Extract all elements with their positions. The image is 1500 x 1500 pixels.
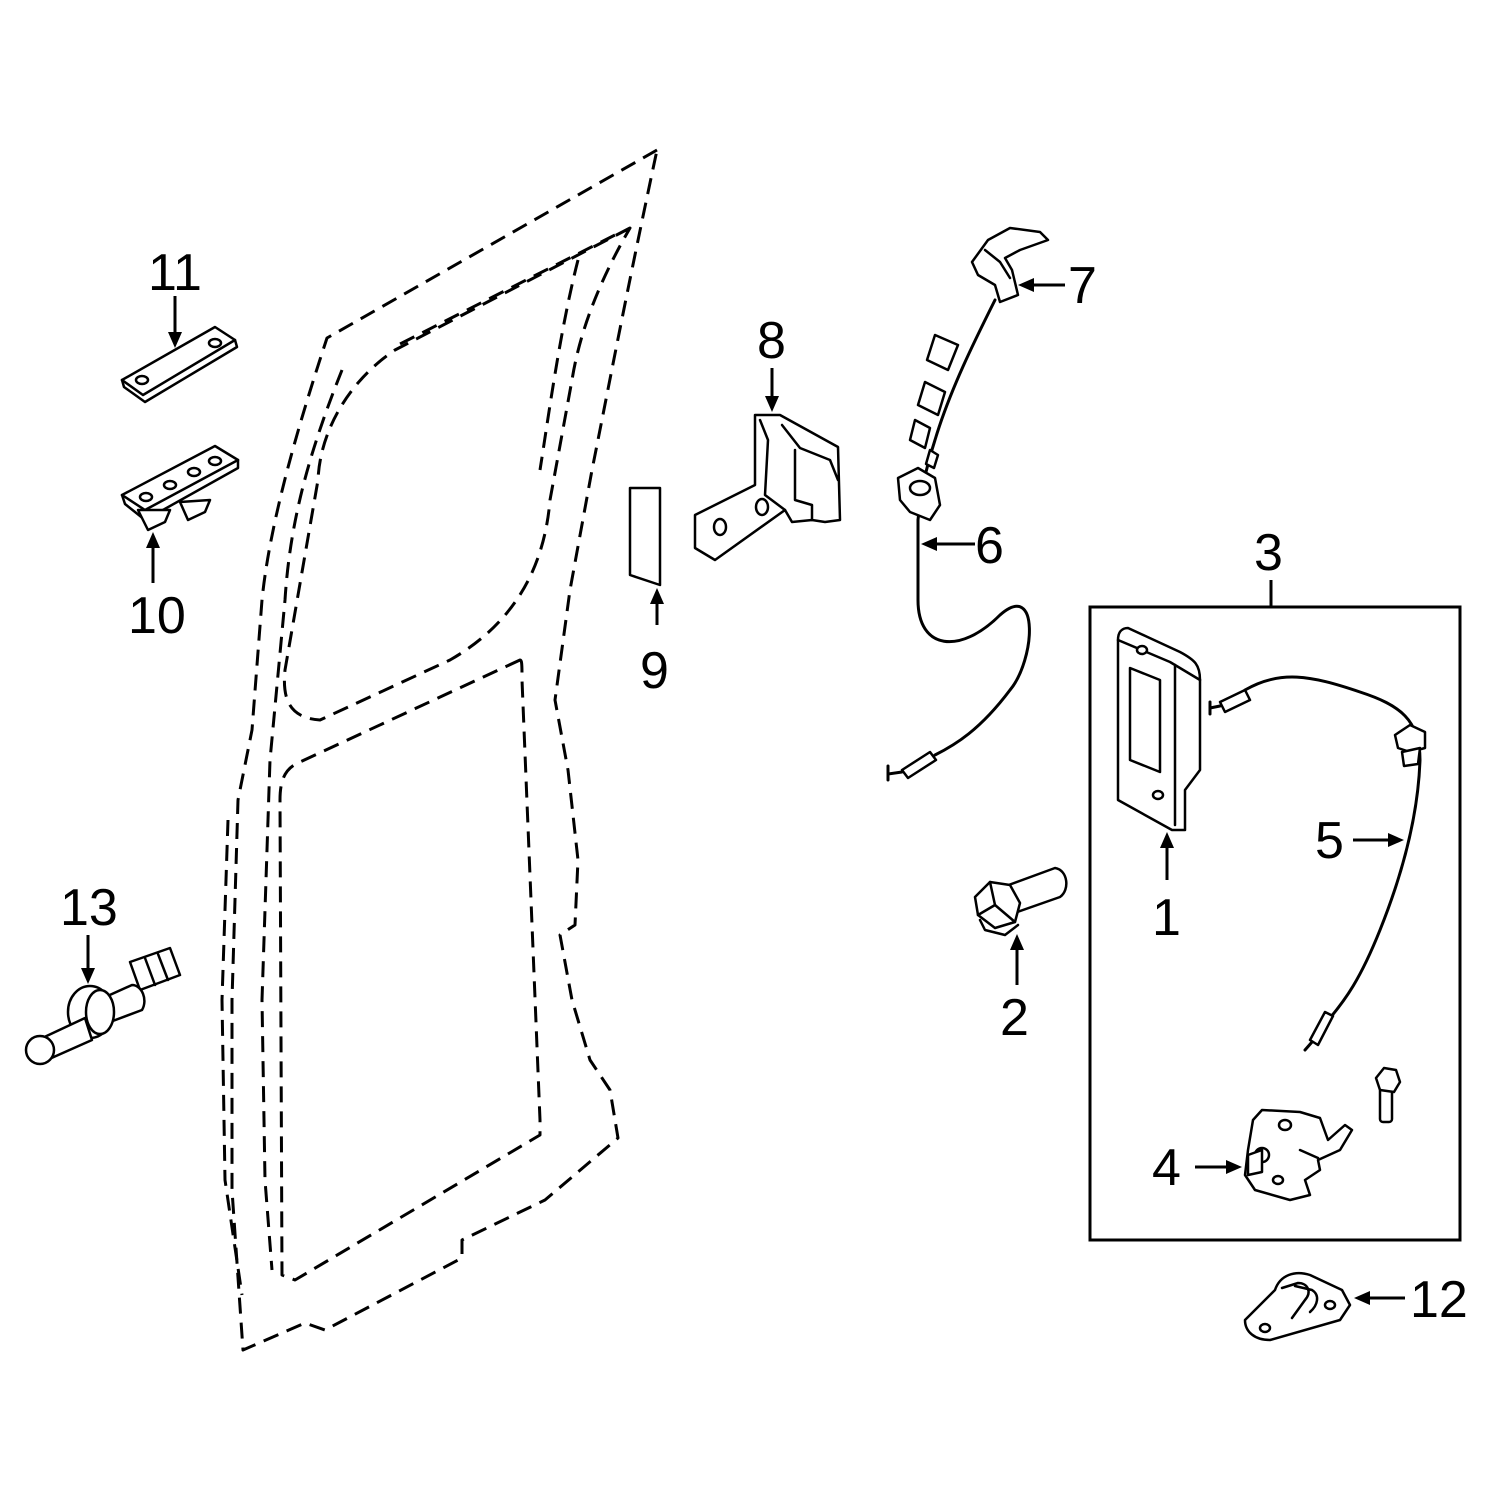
part-10-hinge-plate: [120, 444, 240, 532]
callout-1-label: 1: [1152, 889, 1181, 947]
callout-10: 10: [128, 532, 186, 645]
callout-4-label: 4: [1152, 1139, 1181, 1197]
part-9-pad: [628, 486, 662, 587]
callout-3: 3: [1088, 524, 1462, 1242]
part-2-bolt: [973, 866, 1068, 937]
part-11-plate: [120, 325, 239, 404]
callout-8: 8: [757, 312, 786, 412]
assembly-3-box: [1088, 605, 1462, 1242]
part-12-striker: [1243, 1271, 1352, 1342]
callout-5-label: 5: [1315, 812, 1344, 870]
callout-9-label: 9: [640, 642, 669, 700]
callout-11-label: 11: [148, 244, 202, 302]
callout-6: 6: [921, 517, 1004, 575]
callout-1: 1: [1152, 832, 1181, 947]
part-4-latch: [1243, 1108, 1354, 1202]
door-outline: [220, 148, 659, 1352]
part-3-bolt: [1374, 1066, 1402, 1124]
callout-6-label: 6: [975, 517, 1004, 575]
callout-12: 12: [1354, 1271, 1468, 1329]
callout-10-label: 10: [128, 587, 186, 645]
callout-5: 5: [1315, 812, 1404, 870]
callout-8-label: 8: [757, 312, 786, 370]
callout-3-label: 3: [1254, 524, 1283, 582]
callout-11: 11: [148, 244, 202, 348]
callout-13-label: 13: [60, 879, 118, 937]
callout-7-label: 7: [1068, 257, 1097, 315]
callout-2-label: 2: [1000, 989, 1029, 1047]
part-8-hinge-bracket: [693, 413, 842, 562]
part-6-cable: [886, 298, 1031, 782]
callout-13: 13: [60, 879, 118, 984]
part-1-handle: [1116, 626, 1202, 832]
callout-12-label: 12: [1410, 1271, 1468, 1329]
part-13-door-switch: [24, 946, 182, 1066]
part-7-clip: [970, 226, 1050, 304]
callout-9: 9: [640, 588, 669, 700]
callout-2: 2: [1000, 934, 1029, 1047]
callout-7: 7: [1018, 257, 1097, 315]
callout-4: 4: [1152, 1139, 1242, 1197]
part-5-cable: [1208, 675, 1427, 1052]
